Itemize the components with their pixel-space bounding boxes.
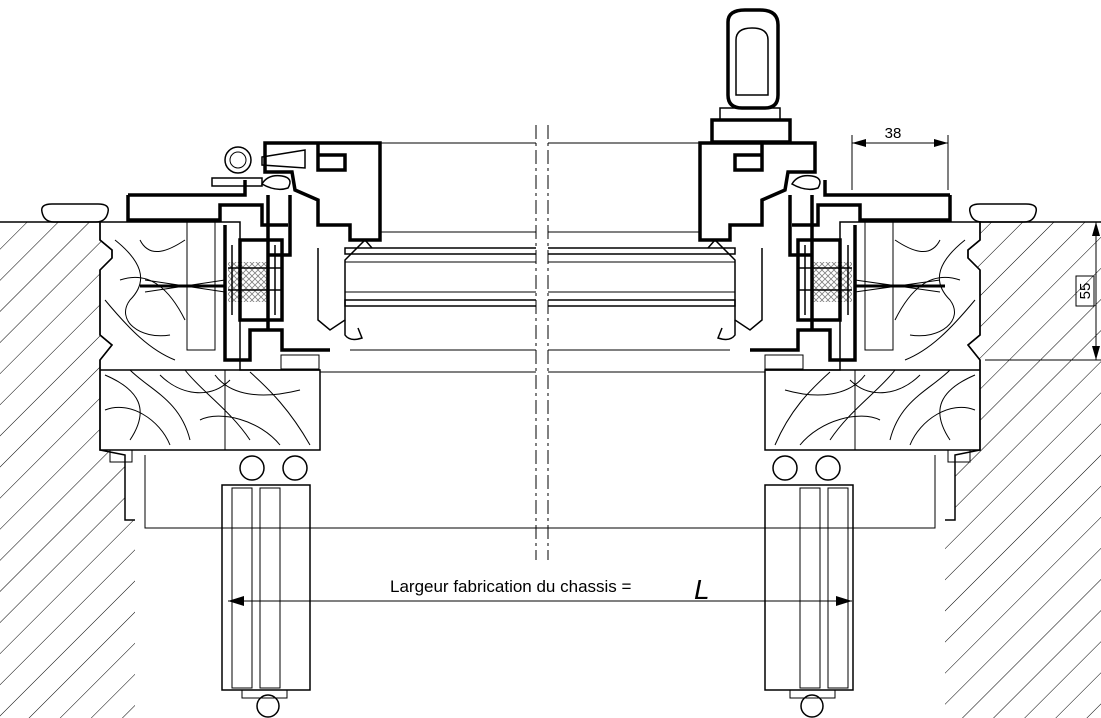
lower-outline [144,455,936,529]
top-dimension [851,135,949,190]
profile-left [126,141,382,362]
side-dimension-value: 55 [1077,283,1094,300]
top-dimension-value: 38 [885,125,902,142]
wood-frame-left [99,221,321,463]
width-dimension [228,596,852,606]
width-symbol: L [694,574,710,605]
seal-left [40,203,110,223]
shutter-left [221,455,311,718]
side-dimension [985,221,1101,361]
shutter-right [764,455,854,718]
wall-left [0,221,135,718]
width-label: Largeur fabrication du chassis = [390,577,632,596]
profile-right [698,8,952,362]
seal-right [968,203,1038,223]
